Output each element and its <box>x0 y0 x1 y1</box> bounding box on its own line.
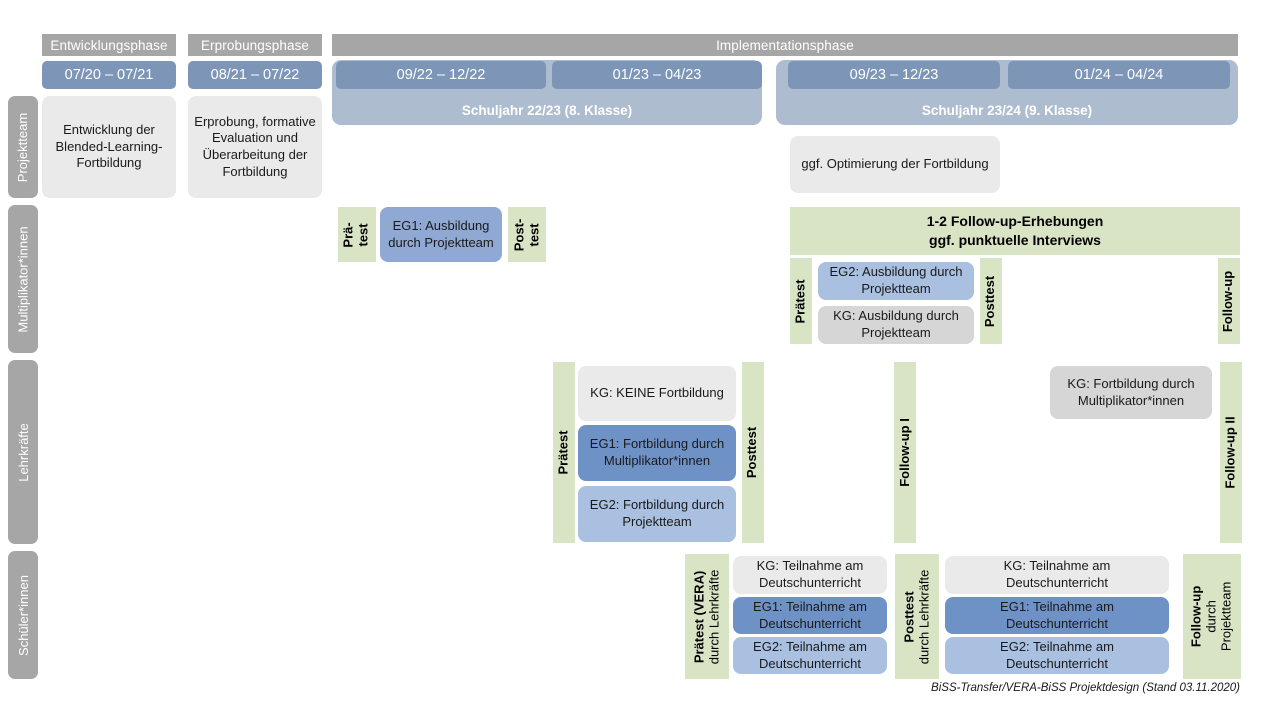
praetest2-vertical-label: Prätest <box>792 278 808 324</box>
role-text: Projektteam <box>15 112 31 182</box>
praetest-vera-main: Prätest (VERA) <box>691 570 707 663</box>
praetest-vertical-label: Prätest <box>555 430 571 475</box>
school-year-label: Schuljahr 23/24 (9. Klasse) <box>921 103 1093 118</box>
multiplikatoren-followup-banner: 1-2 Follow-up-Erhebungen ggf. punktuelle… <box>790 207 1240 255</box>
posttest-main: Posttest <box>901 590 917 643</box>
posttest2-vertical-label: Posttest <box>982 275 998 327</box>
role-text: Schüler*innen <box>15 574 31 656</box>
posttest-vertical-label: Posttest durch Lehrkräfte <box>901 569 932 664</box>
multiplikatoren-posttest2-column: Posttest <box>980 258 1002 344</box>
role-label-projektteam: Projektteam <box>8 96 38 198</box>
lehrkraefte-praetest-column: Prätest <box>553 362 575 543</box>
role-label-multiplikatorinnen: Multiplikator*innen <box>8 205 38 353</box>
phase-header-erprobungsphase: Erprobungsphase <box>188 34 322 56</box>
schueler-praetest-vera-column: Prätest (VERA) durch Lehrkräfte <box>685 554 729 679</box>
followup2-vertical-label: Follow-up II <box>1222 416 1238 489</box>
followup-sub-1: durch <box>1203 600 1219 633</box>
period-bar-0124-0424: 01/24 – 04/24 <box>1008 61 1230 89</box>
lehrkraefte-kg-box: KG: KEINE Fortbildung <box>578 366 736 421</box>
role-text: Multiplikator*innen <box>15 225 31 333</box>
followup-banner-line-2: ggf. punktuelle Interviews <box>929 232 1101 248</box>
followup-banner-line-1: 1-2 Follow-up-Erhebungen <box>926 213 1104 230</box>
role-label-lehrkraefte: Lehrkräfte <box>8 360 38 544</box>
multiplikatoren-praetest2-column: Prätest <box>790 258 812 344</box>
schueler-followup-column: Follow-up durch Projektteam <box>1183 554 1241 679</box>
footer-caption: BiSS-Transfer/VERA-BiSS Projektdesign (S… <box>931 682 1240 694</box>
praetest-vera-vertical-label: Prätest (VERA) durch Lehrkräfte <box>691 569 722 664</box>
role-text: Lehrkräfte <box>15 422 31 482</box>
period-bar-0123-0423: 01/23 – 04/23 <box>552 61 762 89</box>
lehrkraefte-kg-followup-box: KG: Fortbildung durch Multiplikator*inne… <box>1050 366 1212 419</box>
praetest-line-1: Prä- <box>341 221 357 248</box>
phase-header-implementationsphase: Implementationsphase <box>332 34 1238 56</box>
praetest-vertical-label: Prä- test <box>341 221 372 248</box>
posttest-line-2: test <box>526 222 541 247</box>
multiplikatoren-followup-column: Follow-up <box>1218 258 1240 344</box>
lehrkraefte-followup1-column: Follow-up I <box>894 362 916 543</box>
followup1-vertical-label: Follow-up I <box>896 418 912 487</box>
lehrkraefte-posttest-column: Posttest <box>742 362 764 543</box>
schueler-right-eg2-box: EG2: Teilnahme am Deutschunterricht <box>945 637 1169 674</box>
schueler-right-eg1-box: EG1: Teilnahme am Deutschunterricht <box>945 597 1169 634</box>
followup-sub-2: Projektteam <box>1218 581 1234 652</box>
schueler-left-kg-box: KG: Teilnahme am Deutschunterricht <box>733 556 887 594</box>
lehrkraefte-eg1-box: EG1: Fortbildung durch Multiplikator*inn… <box>578 425 736 481</box>
projektteam-entwicklung-box: Entwicklung der Blended-Learning-Fortbil… <box>42 96 176 198</box>
schueler-left-eg2-box: EG2: Teilnahme am Deutschunterricht <box>733 637 887 674</box>
multiplikatoren-eg1-box: EG1: Ausbildung durch Projektteam <box>380 207 502 262</box>
multiplikatoren-praetest-column: Prä- test <box>338 207 376 262</box>
school-year-label: Schuljahr 22/23 (8. Klasse) <box>461 103 633 118</box>
projektteam-optimierung-box: ggf. Optimierung der Fortbildung <box>790 136 1000 193</box>
phase-header-entwicklungsphase: Entwicklungsphase <box>42 34 176 56</box>
period-bar-0923-1223: 09/23 – 12/23 <box>788 61 1000 89</box>
followup-vertical-label: Follow-up durch Projektteam <box>1188 581 1235 652</box>
posttest-sub: durch Lehrkräfte <box>916 569 932 664</box>
followup-vertical-label: Follow-up <box>1220 270 1236 332</box>
schueler-left-eg1-box: EG1: Teilnahme am Deutschunterricht <box>733 597 887 634</box>
period-bar-0922-1222: 09/22 – 12/22 <box>336 61 546 89</box>
posttest-vertical-label: Post- test <box>511 218 542 251</box>
praetest-vera-sub: durch Lehrkräfte <box>706 569 722 664</box>
schueler-posttest-column: Posttest durch Lehrkräfte <box>895 554 939 679</box>
followup-main: Follow-up <box>1188 585 1204 648</box>
posttest-vertical-label: Posttest <box>744 426 760 479</box>
posttest-line-1: Post- <box>511 218 527 251</box>
projektteam-erprobung-box: Erprobung, formative Evaluation und Über… <box>188 96 322 198</box>
lehrkraefte-eg2-box: EG2: Fortbildung durch Projektteam <box>578 486 736 542</box>
period-bar-0720-0721: 07/20 – 07/21 <box>42 61 176 89</box>
period-bar-0821-0722: 08/21 – 07/22 <box>188 61 322 89</box>
multiplikatoren-eg2-box: EG2: Ausbildung durch Projektteam <box>818 262 974 300</box>
schueler-right-kg-box: KG: Teilnahme am Deutschunterricht <box>945 556 1169 594</box>
role-label-schuelerinnen: Schüler*innen <box>8 551 38 679</box>
lehrkraefte-followup2-column: Follow-up II <box>1220 362 1242 543</box>
multiplikatoren-posttest-column: Post- test <box>508 207 546 262</box>
praetest-line-2: test <box>355 222 371 247</box>
multiplikatoren-kg-box: KG: Ausbildung durch Projektteam <box>818 306 974 344</box>
